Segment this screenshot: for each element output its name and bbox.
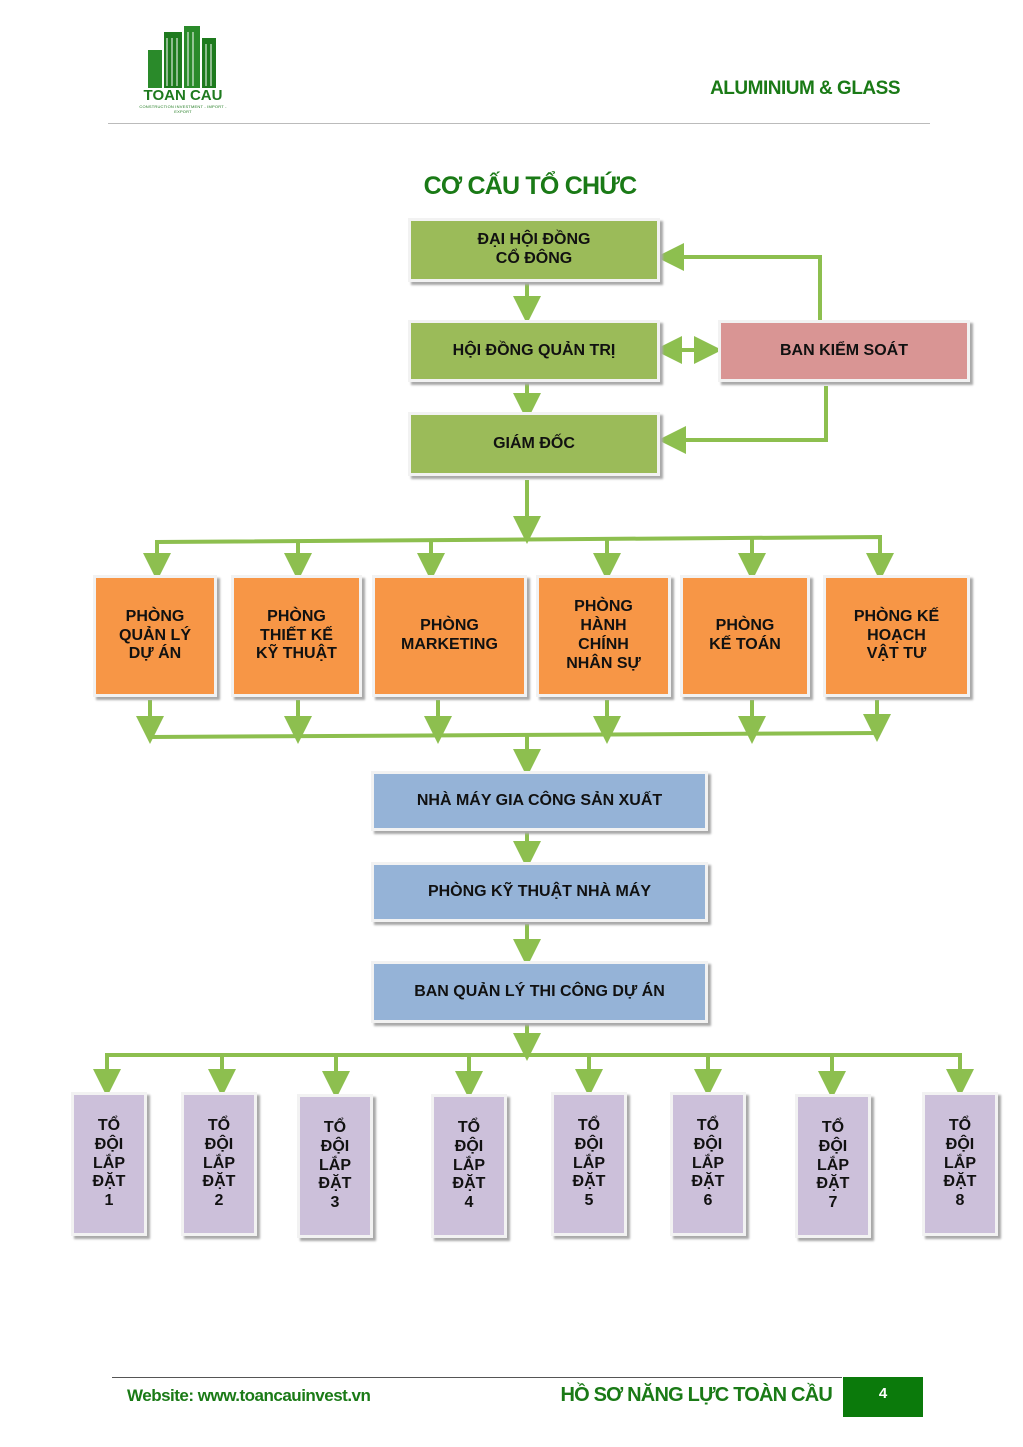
header-tagline: ALUMINIUM & GLASS: [710, 78, 900, 99]
dept-bus-top: [155, 534, 882, 567]
arrow-bks-giamdoc: [658, 386, 828, 454]
node-to-doi-lap-dat-3: TỔ ĐỘI LẮP ĐẶT 3: [297, 1094, 373, 1238]
node-to-doi-lap-dat-6: TỔ ĐỘI LẮP ĐẶT 6: [670, 1092, 746, 1236]
node-to-doi-lap-dat-7: TỔ ĐỘI LẮP ĐẶT 7: [795, 1094, 871, 1238]
arrow-bks-daihoi: [656, 243, 822, 320]
logo-subtext: CONSTRUCTION INVESTMENT - IMPORT - EXPOR…: [139, 104, 227, 114]
node-to-doi-lap-dat-1: TỔ ĐỘI LẮP ĐẶT 1: [71, 1092, 147, 1236]
node-giam-doc: GIÁM ĐỐC: [408, 412, 660, 476]
node-phong-thiet-ke-ky-thuat: PHÒNG THIẾT KẾ KỸ THUẬT: [231, 575, 362, 697]
node-to-doi-lap-dat-5: TỔ ĐỘI LẮP ĐẶT 5: [551, 1092, 627, 1236]
logo-text: TOAN CAU: [143, 87, 223, 104]
page-number: 4: [843, 1377, 923, 1417]
node-phong-marketing: PHÒNG MARKETING: [372, 575, 527, 697]
building-logo-icon: [148, 26, 216, 88]
company-logo: [130, 22, 236, 112]
node-to-doi-lap-dat-8: TỔ ĐỘI LẮP ĐẶT 8: [922, 1092, 998, 1236]
node-nha-may-gia-cong: NHÀ MÁY GIA CÔNG SẢN XUẤT: [371, 771, 708, 831]
node-ban-quan-ly-thi-cong: BAN QUẢN LÝ THI CÔNG DỰ ÁN: [371, 961, 708, 1023]
node-to-doi-lap-dat-2: TỔ ĐỘI LẮP ĐẶT 2: [181, 1092, 257, 1236]
node-phong-quan-ly-du-an: PHÒNG QUẢN LÝ DỰ ÁN: [93, 575, 217, 697]
footer-divider: [112, 1377, 842, 1378]
footer-website[interactable]: Website: www.toancauinvest.vn: [127, 1386, 371, 1405]
node-phong-ke-toan: PHÒNG KẾ TOÁN: [680, 575, 810, 697]
dept-bus-bottom: [149, 731, 881, 739]
page-title: CƠ CẤU TỔ CHỨC: [423, 172, 638, 200]
node-ban-kiem-soat: BAN KIỂM SOÁT: [718, 320, 970, 382]
footer-company: HỒ SƠ NĂNG LỰC TOÀN CẦU: [560, 1384, 832, 1406]
node-phong-hanh-chinh-nhan-su: PHÒNG HÀNH CHÍNH NHÂN SỰ: [536, 575, 671, 697]
header-divider: [108, 123, 930, 124]
node-phong-ke-hoach-vat-tu: PHÒNG KẾ HOẠCH VẬT TƯ: [823, 575, 970, 697]
node-dai-hoi-dong-co-dong: ĐẠI HỘI ĐỒNG CỔ ĐÔNG: [408, 218, 660, 282]
node-phong-ky-thuat-nha-may: PHÒNG KỸ THUẬT NHÀ MÁY: [371, 862, 708, 922]
node-hoi-dong-quan-tri: HỘI ĐỒNG QUẢN TRỊ: [408, 320, 660, 382]
node-to-doi-lap-dat-4: TỔ ĐỘI LẮP ĐẶT 4: [431, 1094, 507, 1238]
